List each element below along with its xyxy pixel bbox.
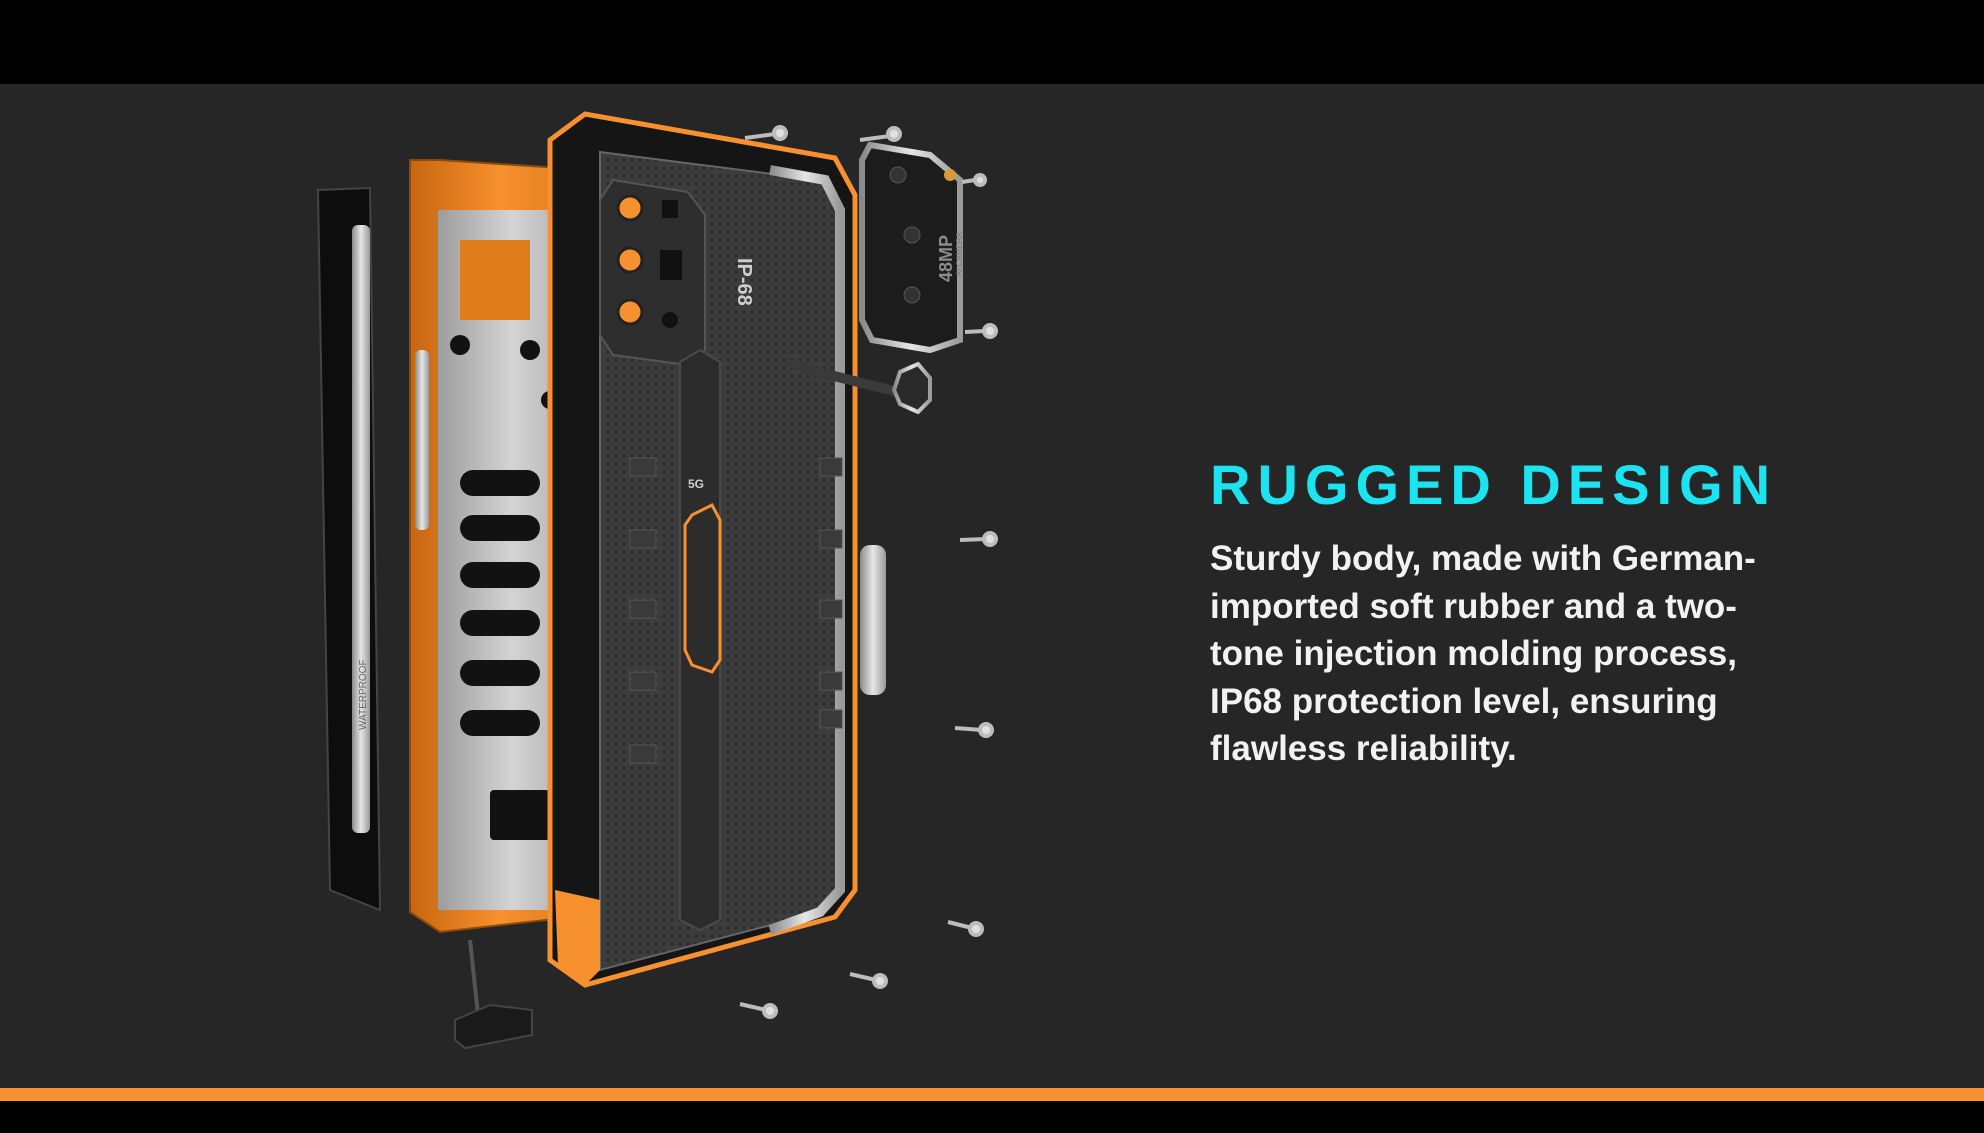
description-line: imported soft rubber and a two- — [1210, 586, 1737, 626]
camera-module: 48MP AI CAMERA — [859, 141, 964, 354]
description-line: flawless reliability. — [1210, 729, 1517, 768]
side-key — [860, 545, 886, 695]
description-line: IP68 protection level, ensuring — [1210, 681, 1718, 721]
waterproof-label: WATERPROOF — [358, 659, 369, 730]
camera-48mp-label: 48MP — [936, 235, 956, 282]
ip68-label: IP-68 — [733, 258, 755, 306]
camera-ai-label: AI CAMERA — [955, 231, 964, 276]
screws — [739, 125, 998, 1019]
description-line: tone injection molding process, — [1210, 634, 1737, 673]
top-letterbox-band — [0, 0, 1984, 84]
screen-panel: WATERPROOF — [316, 186, 382, 912]
orange-accent-bar — [0, 1088, 1984, 1101]
description-line: Sturdy body, made with German- — [1210, 539, 1756, 578]
feature-title: RUGGED DESIGN — [1210, 453, 1778, 516]
5g-badge: 5G — [688, 477, 704, 491]
feature-description: Sturdy body, made with German- imported … — [1210, 535, 1830, 773]
bottom-letterbox-band — [0, 1101, 1984, 1133]
hex-sensor — [783, 355, 932, 415]
exploded-phone-illustration: WATERPROOF — [316, 111, 998, 1050]
port-cover — [454, 939, 533, 1050]
rear-shell: 5G IP-68 — [547, 111, 858, 988]
